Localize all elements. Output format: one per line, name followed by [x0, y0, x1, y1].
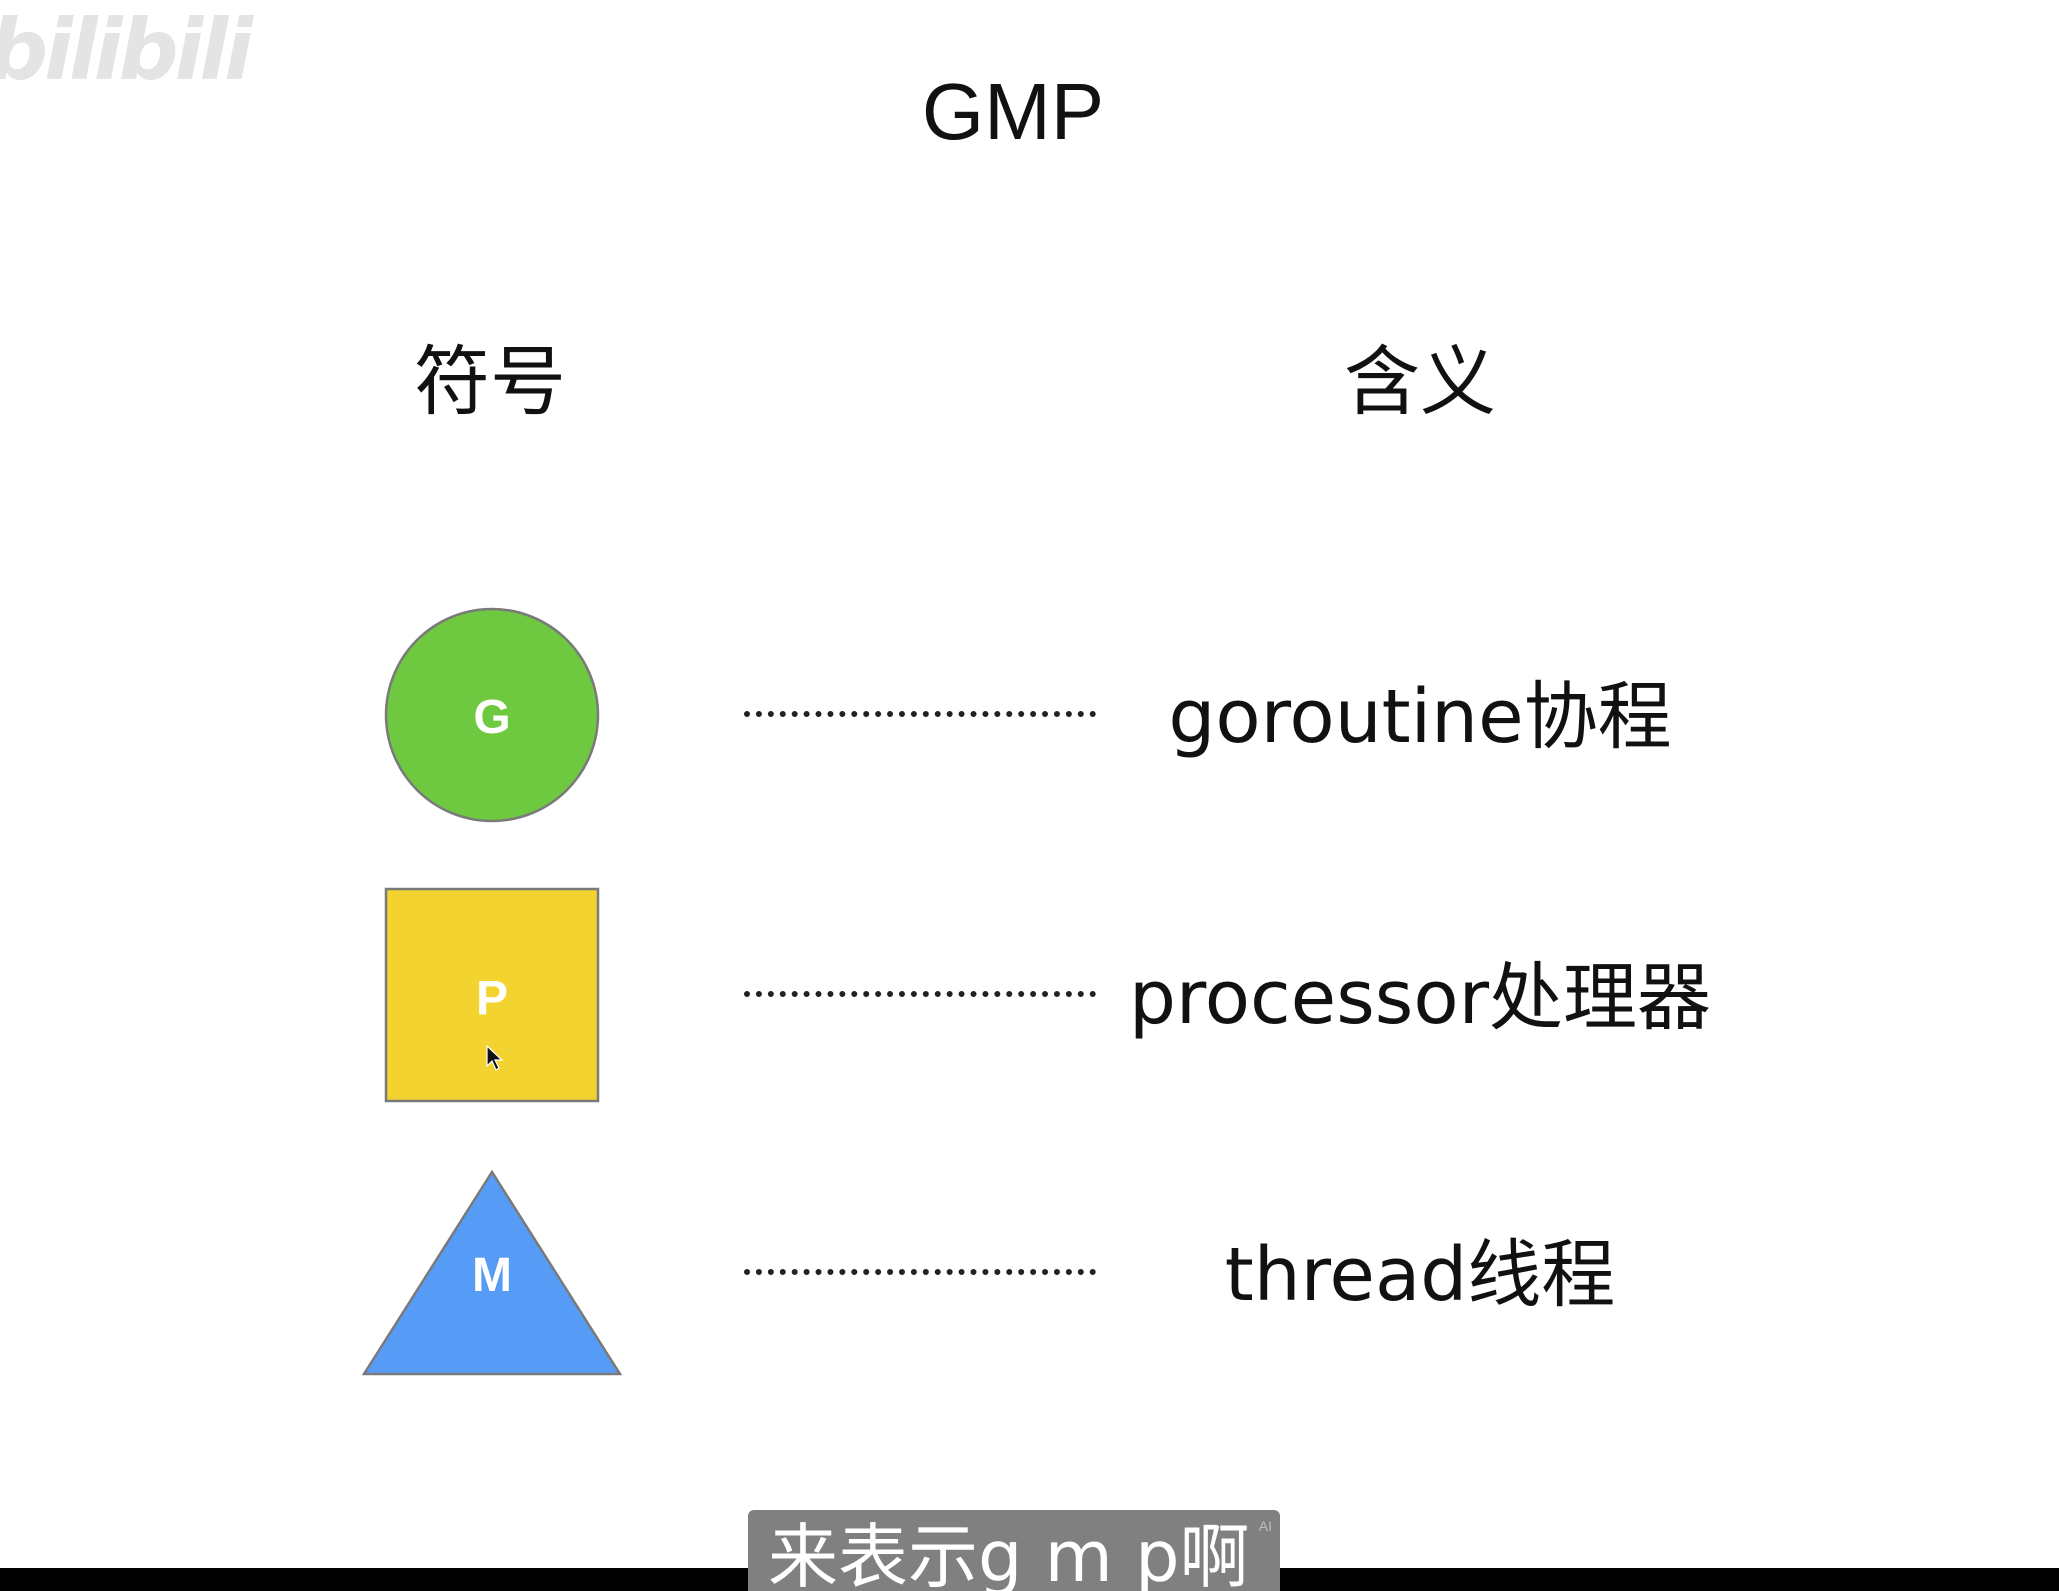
subtitle-box: 来表示g m p啊 AI — [748, 1510, 1280, 1591]
thread-symbol: M — [361, 1169, 623, 1376]
processor-symbol: P — [384, 887, 600, 1103]
ai-subtitle-badge: AI — [1258, 1518, 1272, 1534]
subtitle-text: 来表示g m p啊 — [768, 1516, 1250, 1591]
dotted-leader-thread — [744, 1269, 1096, 1275]
slide-title: GMP — [921, 67, 1105, 156]
bilibili-watermark: bilibili — [0, 1, 253, 99]
column-header-meaning: 含义 — [1344, 337, 1496, 426]
dotted-leader-processor — [744, 991, 1096, 997]
meaning-thread: thread线程 — [1224, 1232, 1616, 1318]
meaning-goroutine: goroutine协程 — [1168, 674, 1672, 760]
dotted-leader-goroutine — [744, 711, 1096, 717]
mouse-pointer-icon — [486, 1044, 504, 1071]
goroutine-symbol-label: G — [473, 691, 510, 744]
thread-symbol-label: M — [472, 1249, 512, 1302]
goroutine-symbol: G — [384, 607, 600, 823]
processor-symbol-label: P — [476, 972, 508, 1025]
meaning-processor: processor处理器 — [1128, 955, 1712, 1041]
column-header-symbol: 符号 — [414, 337, 566, 426]
